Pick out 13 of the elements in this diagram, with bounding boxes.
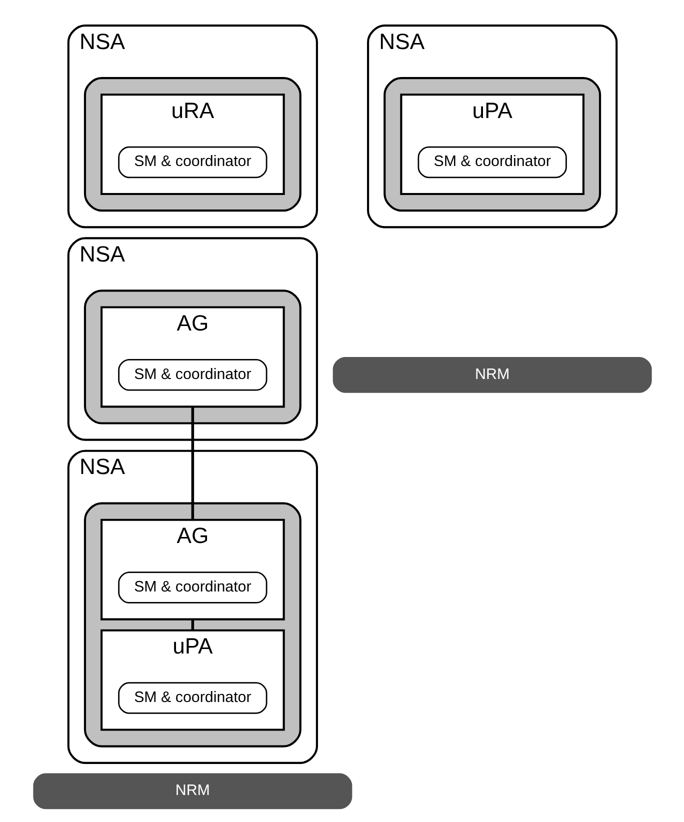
- cluster: [83, 289, 301, 424]
- node-box: SM & coordinator: [118, 358, 267, 390]
- node-box: SM & coordinator: [417, 146, 566, 178]
- cluster: [83, 76, 301, 212]
- connector: [190, 618, 194, 630]
- node-box: SM & coordinator: [118, 146, 267, 178]
- node-box: SM & coordinator: [118, 571, 267, 603]
- node-box: NRM: [32, 772, 352, 809]
- cluster: [383, 76, 601, 212]
- node-box: SM & coordinator: [118, 682, 267, 714]
- node-box: NRM: [332, 356, 652, 392]
- cluster: [83, 502, 301, 747]
- connector: [190, 406, 194, 520]
